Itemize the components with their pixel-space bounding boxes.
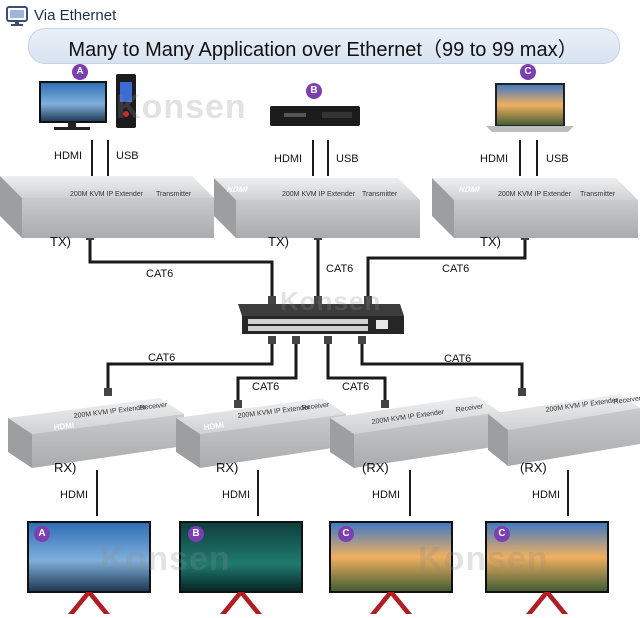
tx-device-a-text: HDMI 200M KVM IP Extender Transmitter [70,191,192,198]
banner-title: Many to Many Application over Ethernet（9… [68,39,578,61]
rx-tag-3: (RX) [362,460,389,475]
rx-device-4 [488,394,640,466]
badge-b-source: B [306,83,322,99]
label-usb-c: USB [546,153,569,165]
badge-a-source: A [72,64,88,80]
banner [28,28,620,64]
source-b [270,106,360,126]
tx-device-a [0,176,214,238]
monitor-network-icon [6,6,28,26]
badge-c-source: C [520,64,536,80]
watermark-4: Konsen [418,540,549,578]
source-a [39,74,136,130]
tx-device-c-text: HDMI 200M KVM IP Extender Transmitter [457,185,615,198]
label-hdmi-rx-4: HDMI [532,489,561,501]
rx-tag-2: RX) [216,460,239,475]
label-usb-b: USB [336,153,359,165]
tx-a-model: 200M KVM IP Extender [70,191,144,198]
tx-c-brand: HDMI [457,185,481,194]
rx-3-side: Receiver [455,403,484,414]
tx-device-c [432,178,638,238]
rx-2-side: Receiver [301,402,330,412]
tx-b-model: 200M KVM IP Extender [282,191,356,198]
tx-c-side: Transmitter [580,191,616,198]
header-title: Via Ethernet [34,7,117,24]
label-cat6-rx-4: CAT6 [444,353,472,365]
tx-device-b-text: HDMI 200M KVM IP Extender Transmitter [225,185,397,198]
label-hdmi-c: HDMI [480,153,509,165]
cable-tx-c [366,238,527,300]
rx-device-2 [176,398,346,468]
rx-tag-4: (RX) [520,460,547,475]
tx-tag-a: TX) [50,234,71,249]
rx-device-1 [8,398,184,468]
label-cat6-rx-3: CAT6 [342,381,370,393]
label-cat6-tx-a: CAT6 [146,268,174,280]
label-hdmi-rx-2: HDMI [222,489,251,501]
source-c [486,83,574,132]
label-hdmi-rx-1: HDMI [60,489,89,501]
cable-rx-1 [106,338,274,392]
label-cat6-rx-2: CAT6 [252,381,280,393]
tx-tag-c: TX) [480,234,501,249]
badge-b-monitor: B [188,526,204,542]
rx-device-3 [330,396,500,468]
label-hdmi-a: HDMI [54,150,83,162]
tx-a-side: Transmitter [156,191,192,198]
cable-group [88,140,569,516]
rx-4-side: Receiver [613,395,640,406]
network-switch [238,304,404,334]
tx-tag-b: TX) [268,234,289,249]
cable-tx-a [88,238,274,300]
tx-c-model: 200M KVM IP Extender [498,191,572,198]
cable-rx-3 [326,338,387,404]
watermark-2: Konsen [280,286,382,316]
rx-tag-1: RX) [54,460,77,475]
tx-b-brand: HDMI [225,185,249,194]
cable-rx-2 [236,338,298,404]
label-hdmi-rx-3: HDMI [372,489,401,501]
rx-1-brand: HDMI [53,421,74,432]
watermark-1: Konsen [116,88,247,126]
rx-2-brand: HDMI [203,421,224,432]
label-cat6-tx-b: CAT6 [326,263,354,275]
rx-4-brand: HDMI [501,402,523,414]
tx-device-b [214,178,420,238]
label-hdmi-b: HDMI [274,153,303,165]
badge-c-monitor-4: C [494,526,510,542]
badge-a-monitor: A [34,526,50,542]
label-usb-a: USB [116,150,139,162]
badge-c-monitor-3: C [338,526,354,542]
label-cat6-tx-c: CAT6 [442,263,470,275]
rx-1-side: Receiver [139,402,168,412]
label-cat6-rx-1: CAT6 [148,352,176,364]
watermark-3: Konsen [100,540,231,578]
cable-rx-4 [360,338,524,392]
tx-b-side: Transmitter [362,191,398,198]
